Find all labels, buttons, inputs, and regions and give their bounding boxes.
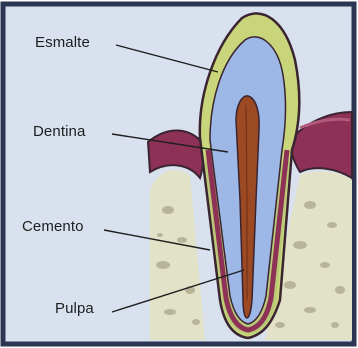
label-esmalte: Esmalte	[35, 34, 90, 51]
label-dentina: Dentina	[33, 123, 85, 140]
label-pulpa: Pulpa	[55, 300, 94, 317]
label-cemento: Cemento	[22, 218, 84, 235]
